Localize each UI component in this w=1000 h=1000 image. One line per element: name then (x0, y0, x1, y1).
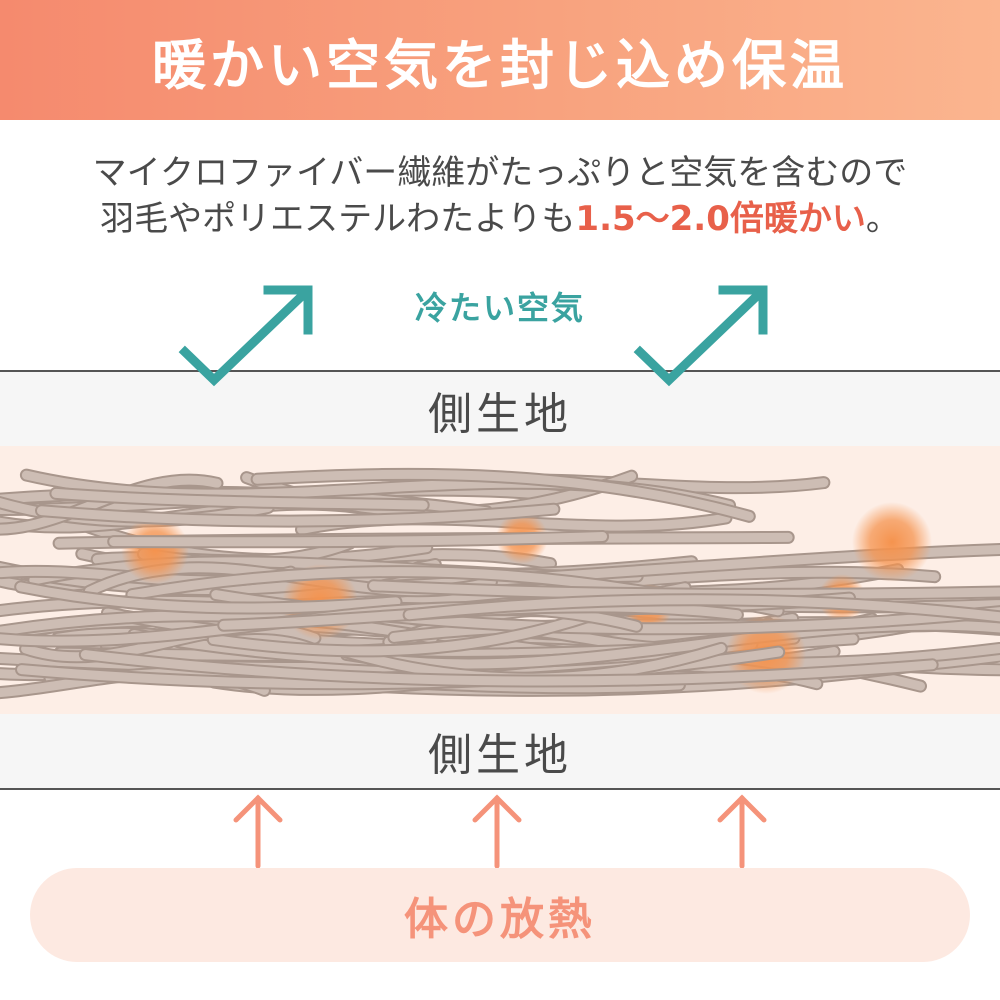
fiber-strand (109, 532, 608, 547)
page-title: 暖かい空気を封じ込め保温 (152, 33, 848, 97)
body-heat-label: 体の放熱 (30, 868, 970, 962)
fiber-strand (127, 567, 687, 603)
description-line-2-suffix: 。 (865, 199, 900, 239)
fiber-strand (0, 475, 222, 534)
header-banner: 暖かい空気を封じ込め保温 (0, 0, 1000, 120)
fiber-strand (80, 650, 937, 686)
warm-air-dot (121, 516, 189, 584)
fiber-strand (16, 582, 401, 613)
fiber-strand (51, 488, 428, 510)
fiber-strand (37, 504, 559, 526)
cold-air-arrows (178, 285, 768, 387)
up-arrow-icon (717, 794, 767, 869)
bounce-arrow-icon (633, 285, 768, 387)
up-arrow-icon (472, 794, 522, 869)
microfiber-strands (0, 467, 1000, 700)
description-line-2-prefix: 羽毛やポリエステルわたよりも (100, 199, 576, 239)
fiber-strand (252, 469, 754, 521)
description-line-2: 羽毛やポリエステルわたよりも1.5～2.0倍暖かい。 (0, 196, 1000, 242)
description: マイクロファイバー繊維がたっぷりと空気を含むので 羽毛やポリエステルわたよりも1… (0, 150, 1000, 242)
cold-air-label: 冷たい空気 (414, 289, 585, 327)
microfiber-layer (0, 446, 1000, 714)
outer-fabric-bottom: 側生地 (0, 714, 1000, 790)
up-arrow-icon (233, 794, 283, 869)
fiber-strand (404, 595, 1000, 622)
body-heat-arrows (233, 794, 767, 869)
warm-air-dot (852, 502, 932, 582)
description-line-1: マイクロファイバー繊維がたっぷりと空気を含むので (92, 153, 908, 193)
warmth-highlight: 1.5～2.0倍暖かい (575, 199, 866, 239)
bounce-arrow-icon (178, 285, 313, 387)
fiber-strand (0, 611, 438, 643)
outer-fabric-top: 側生地 (0, 370, 1000, 448)
fiber-strand (342, 620, 1000, 669)
fiber-strand (208, 605, 612, 656)
